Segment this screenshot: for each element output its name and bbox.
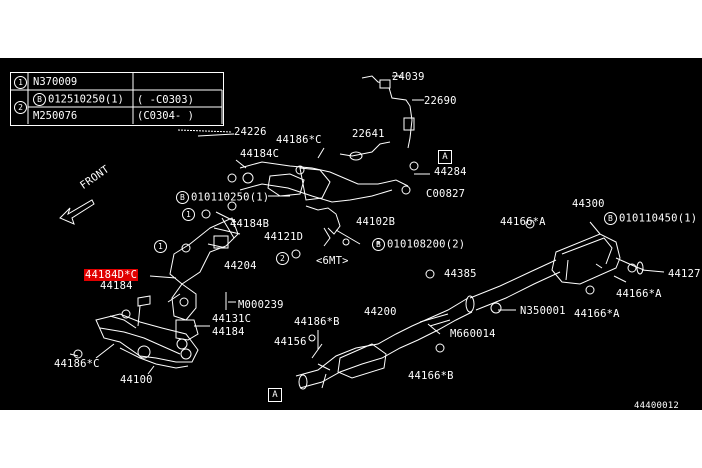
label-24039: 24039 [392,71,425,83]
callout-1-marker-a: 1 [182,208,197,221]
label-44385: 44385 [444,268,477,280]
label-6mt: <6MT> [316,255,349,267]
label-44300: 44300 [572,198,605,210]
label-44102b: 44102B [356,216,396,228]
label-c00827: C00827 [426,188,466,200]
callout-2-icon: 2 [14,101,27,114]
label-44204: 44204 [224,260,257,272]
label-m660014: M660014 [450,328,496,340]
label-44200: 44200 [364,306,397,318]
label-44184-2: 44184 [212,326,245,338]
label-44184d-c-highlighted: 44184D*C [84,269,139,281]
label-22690: 22690 [424,95,457,107]
box-a-top: A [438,150,452,164]
label-44186b: 44186*B [294,316,340,328]
label-44184: 44184 [100,280,133,292]
label-44131c: 44131C [212,313,252,325]
legend-row-1: 1 [14,76,29,89]
diagram-id: 44400012 [634,401,679,410]
callout-b-icon: B [33,93,46,106]
label-44166a-bottom: 44166*A [574,308,620,320]
label-n350001: N350001 [520,305,566,317]
label-22641: 22641 [352,128,385,140]
label-m000239: M000239 [238,299,284,311]
label-44166b: 44166*B [408,370,454,382]
label-44186c-left: 44186*C [54,358,100,370]
diagram-drawing [10,72,665,390]
label-44184b: 44184B [230,218,270,230]
front-arrow [59,199,95,225]
legend-part-n370009: N370009 [33,76,78,88]
label-44100: 44100 [120,374,153,386]
legend-row-2-marker: 2 [14,101,29,114]
callout-1-icon: 1 [14,76,27,89]
label-24226: 24226 [234,126,267,138]
callout-2-marker: 2 [276,252,291,265]
label-44284: 44284 [434,166,467,178]
label-44166a-right: 44166*A [616,288,662,300]
label-44166a-top: 44166*A [500,216,546,228]
callout-1-marker-b: 1 [154,240,169,253]
box-a-bottom: A [268,388,282,402]
label-44184c: 44184C [240,148,280,160]
label-44121d: 44121D [264,231,304,243]
label-44156: 44156 [274,336,307,348]
label-44127: 44127 [668,268,701,280]
legend-range-1: ( -C0303) [137,94,194,106]
label-44186c-top: 44186*C [276,134,322,146]
legend-range-2: (C0304- ) [137,110,194,122]
legend-part-m250076: M250076 [33,110,78,122]
